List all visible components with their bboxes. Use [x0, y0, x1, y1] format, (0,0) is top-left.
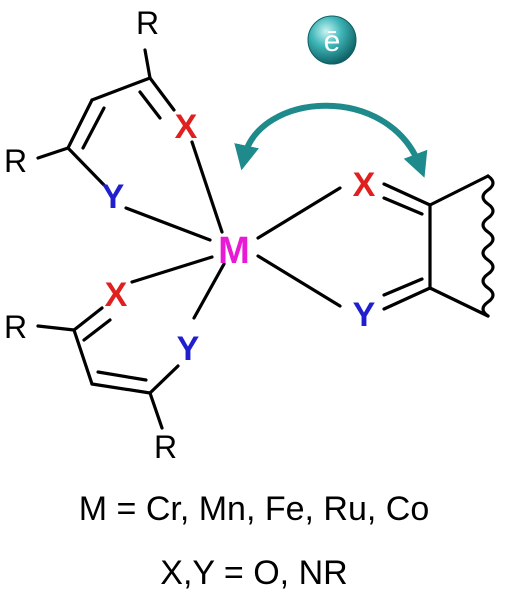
x-atom-upper-left: X	[175, 108, 198, 146]
bond-y-lower-m	[192, 262, 226, 320]
electron-transfer-arrow	[234, 102, 428, 178]
coordination-bonds	[124, 140, 342, 320]
bond-c5-c6-double	[90, 382, 152, 395]
electron-label: ē	[324, 25, 341, 58]
caption-metals: M = Cr, Mn, Fe, Ru, Co	[79, 490, 429, 528]
bond-x-upper-m	[190, 140, 224, 234]
upper-left-ligand	[36, 48, 176, 187]
bond-c5-c6-inner	[96, 370, 148, 382]
bond-c2-c3-inner	[81, 106, 106, 150]
bond-c6-r	[148, 391, 164, 430]
bond-c1-x-double	[148, 76, 176, 112]
r-label-lower-left: R	[4, 309, 27, 345]
r-label-upper-left: R	[4, 143, 27, 179]
y-atom-upper-left: Y	[102, 178, 125, 216]
r-label-top: R	[136, 5, 159, 41]
bond-x-c7-double	[382, 182, 432, 207]
bond-c4-x-inner	[82, 318, 112, 342]
electron-badge: ē	[307, 15, 357, 65]
bond-c4-c5	[72, 328, 94, 386]
lower-left-ligand	[36, 306, 180, 430]
bond-r-to-c1	[143, 48, 152, 80]
bond-c2-c3-double	[66, 98, 94, 150]
bond-c8-y-inner	[382, 277, 424, 297]
bond-c7-backbone	[428, 174, 490, 207]
bond-c3-r	[36, 146, 70, 160]
bond-r-to-c4	[36, 324, 76, 332]
bond-c4-x-double	[72, 306, 104, 332]
electron-ball-icon	[307, 15, 357, 65]
bond-x-c7-inner	[382, 196, 424, 216]
metal-atom: M	[218, 230, 250, 272]
bond-c1-x-inner	[138, 90, 162, 120]
x-atom-lower-left: X	[105, 276, 128, 314]
bond-c3-y	[66, 146, 106, 187]
bond-y-upper-m	[124, 206, 212, 242]
bond-m-y-right	[256, 254, 342, 308]
bond-x-lower-m	[130, 255, 214, 284]
bond-c1-c2	[90, 76, 152, 102]
x-atom-right: X	[353, 166, 376, 204]
bond-m-x-right	[256, 186, 342, 240]
r-label-bottom: R	[154, 429, 177, 465]
right-ligand	[382, 174, 495, 318]
y-atom-lower-left: Y	[177, 330, 200, 368]
bond-c8-backbone	[428, 286, 490, 318]
bond-c8-y-double	[382, 286, 432, 311]
y-atom-right: Y	[353, 296, 376, 334]
caption-donors: X,Y = O, NR	[160, 554, 347, 592]
wavy-backbone-truncation	[481, 174, 495, 318]
bond-c6-y	[148, 364, 180, 395]
